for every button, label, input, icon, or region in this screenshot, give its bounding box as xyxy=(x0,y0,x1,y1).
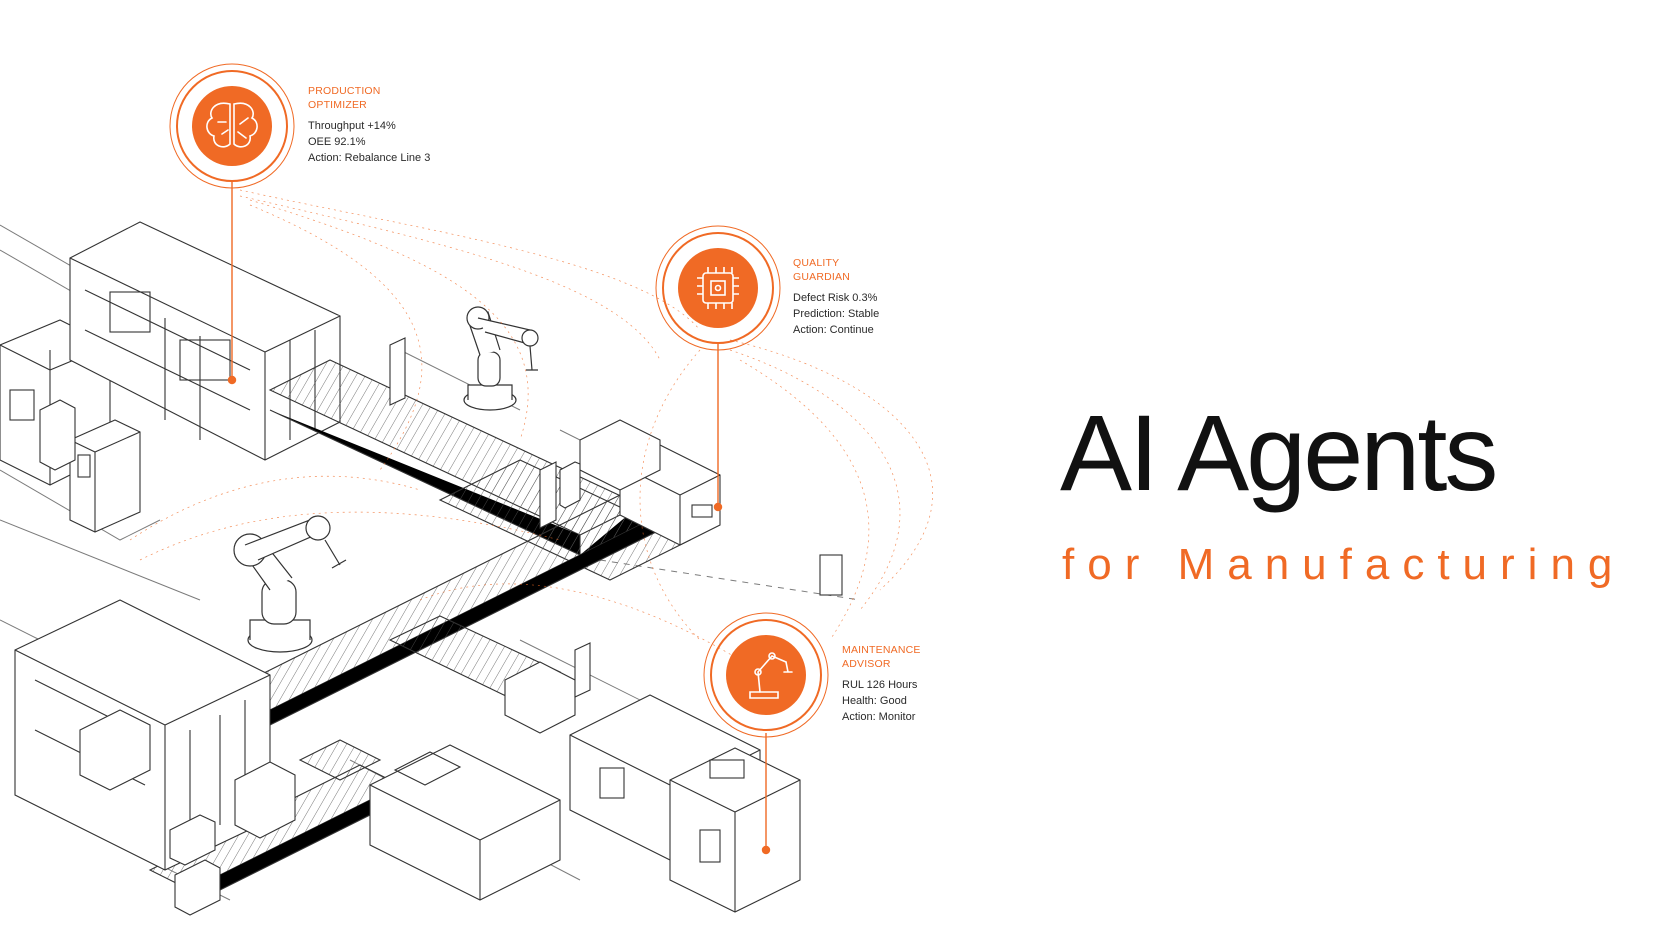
metric-rul: RUL 126 Hours xyxy=(842,679,918,691)
metric-action: Action: Continue xyxy=(793,324,874,336)
metric-prediction: Prediction: Stable xyxy=(793,308,880,320)
agent-title-line2: ADVISOR xyxy=(842,658,891,670)
production-optimizer-callout: PRODUCTION OPTIMIZER Throughput +14% OEE… xyxy=(308,84,430,166)
inspection-stations xyxy=(389,337,843,734)
assembly-cell xyxy=(14,599,296,871)
agent-title: PRODUCTION OPTIMIZER xyxy=(308,84,430,112)
hero-title: AI Agents xyxy=(1060,392,1498,513)
robot-arm-middle xyxy=(233,515,347,653)
chip-icon xyxy=(697,267,739,309)
metric-throughput: Throughput +14% xyxy=(308,120,396,132)
agent-title-line2: OPTIMIZER xyxy=(308,99,367,111)
data-flow-curves xyxy=(129,189,933,661)
agent-title: MAINTENANCE ADVISOR xyxy=(842,643,921,671)
callout-connectors xyxy=(227,182,771,855)
maintenance-advisor-callout: MAINTENANCE ADVISOR RUL 126 Hours Health… xyxy=(842,643,921,725)
hero-subtitle: for Manufacturing xyxy=(1062,540,1626,589)
metric-action: Action: Rebalance Line 3 xyxy=(308,152,431,164)
metric-defect-risk: Defect Risk 0.3% xyxy=(793,292,878,304)
conveyors xyxy=(148,359,692,906)
metric-health: Health: Good xyxy=(842,695,907,707)
agent-title: QUALITY GUARDIAN xyxy=(793,256,879,284)
robot-arm-top xyxy=(463,306,539,411)
bottom-equipment xyxy=(169,694,801,916)
quality-guardian-badge xyxy=(655,225,781,351)
agent-title-line2: GUARDIAN xyxy=(793,271,851,283)
metric-oee: OEE 92.1% xyxy=(308,136,366,148)
maintenance-advisor-badge xyxy=(703,612,829,738)
agent-title-line1: PRODUCTION xyxy=(308,85,381,97)
metric-action: Action: Monitor xyxy=(842,711,916,723)
brain-icon xyxy=(206,102,258,148)
agent-title-line1: QUALITY xyxy=(793,257,840,269)
robot-arm-icon xyxy=(749,652,793,699)
quality-guardian-callout: QUALITY GUARDIAN Defect Risk 0.3% Predic… xyxy=(793,256,879,338)
agent-title-line1: MAINTENANCE xyxy=(842,644,921,656)
production-optimizer-badge xyxy=(169,63,295,189)
production-cell xyxy=(69,221,341,461)
